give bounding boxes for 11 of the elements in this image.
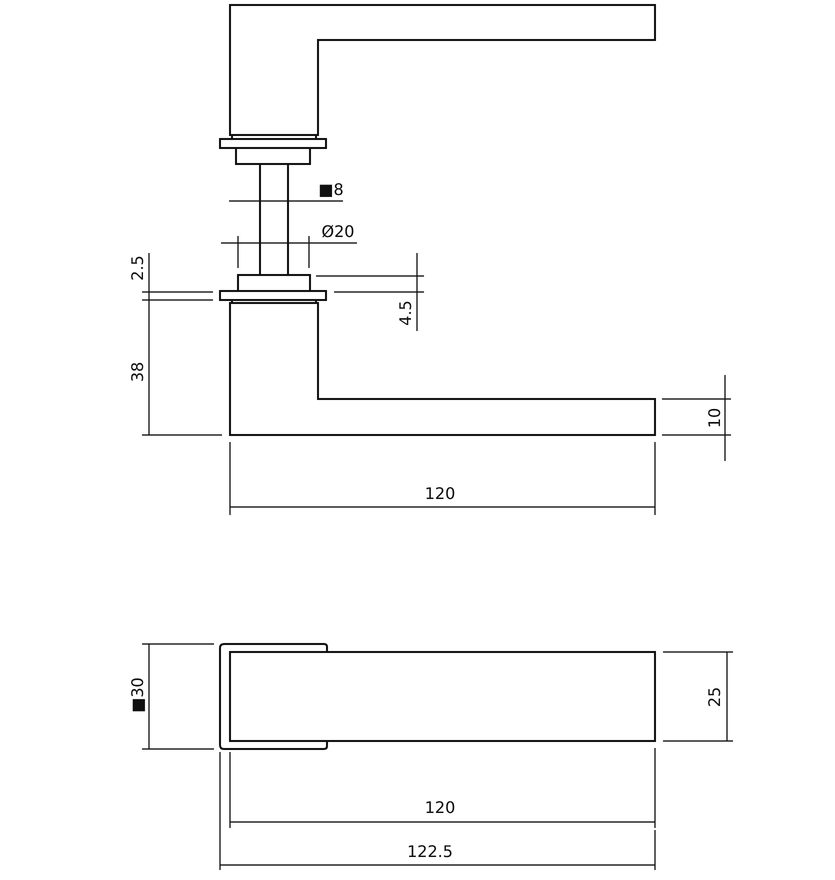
dimension-label: 4.5	[398, 300, 414, 326]
dimension-label: Ø20	[322, 224, 354, 240]
dimension-label: ■30	[130, 677, 146, 713]
dimension-label: 2.5	[130, 255, 146, 281]
dimension-label: 120	[424, 486, 456, 502]
dimension-label: ■8	[318, 182, 344, 198]
dimension-label: 10	[707, 408, 723, 428]
dimension-label: 38	[130, 362, 146, 382]
dimension-label: 120	[424, 800, 456, 816]
dimension-label: 25	[707, 686, 723, 708]
dimension-label: 122.5	[407, 844, 453, 860]
